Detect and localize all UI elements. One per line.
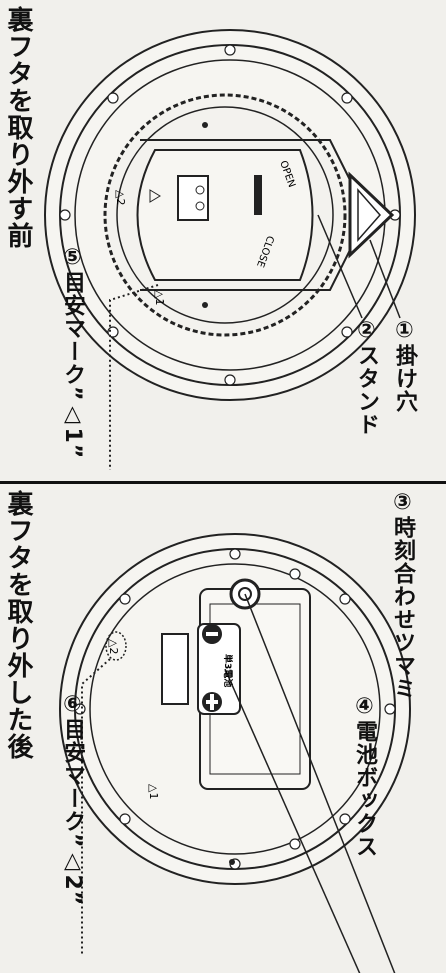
time-knob-label: ③時刻合わせツマミ xyxy=(390,490,415,700)
clock-back-open-illustration: △2 △1 単3電池 xyxy=(59,533,411,973)
battery-text: 単3電池 xyxy=(222,654,234,687)
hook-hole-leader-line xyxy=(369,239,401,319)
guide-mark-1-label: ⑤目安マーク”△1” xyxy=(60,245,85,460)
stand-leader-line xyxy=(317,214,363,319)
before-removal-panel: OPEN CLOSE △1 △2 裏フタを取り外す前 ①掛け穴 ②スタンド ⑤目… xyxy=(0,0,446,484)
battery-box-label: ④電池ボックス xyxy=(352,694,377,858)
bottom-mark-1-text: △1 xyxy=(147,784,160,799)
before-removal-title: 裏フタを取り外す前 xyxy=(3,6,33,249)
guide-mark-2-label: ⑥目安マーク”△2” xyxy=(60,692,85,907)
after-removal-title: 裏フタを取り外した後 xyxy=(3,490,33,760)
mark-1-text: △1 xyxy=(153,290,166,305)
time-knob-leader-line xyxy=(244,593,396,973)
clock-back-cover-illustration: OPEN CLOSE △1 △2 xyxy=(44,29,416,470)
bottom-mark-2-text: △2 xyxy=(107,639,120,654)
mark-2-text: △2 xyxy=(114,190,127,205)
guide-mark-1-leader-line xyxy=(109,284,159,470)
stand-label: ②スタンド xyxy=(354,318,379,436)
battery-box-leader-line xyxy=(224,668,361,973)
hook-hole-label: ①掛け穴 xyxy=(392,318,417,413)
after-removal-panel: △2 △1 単3電池 裏フタを取り外した後 ③時刻合わせツマミ ④電池ボックス … xyxy=(0,484,446,973)
